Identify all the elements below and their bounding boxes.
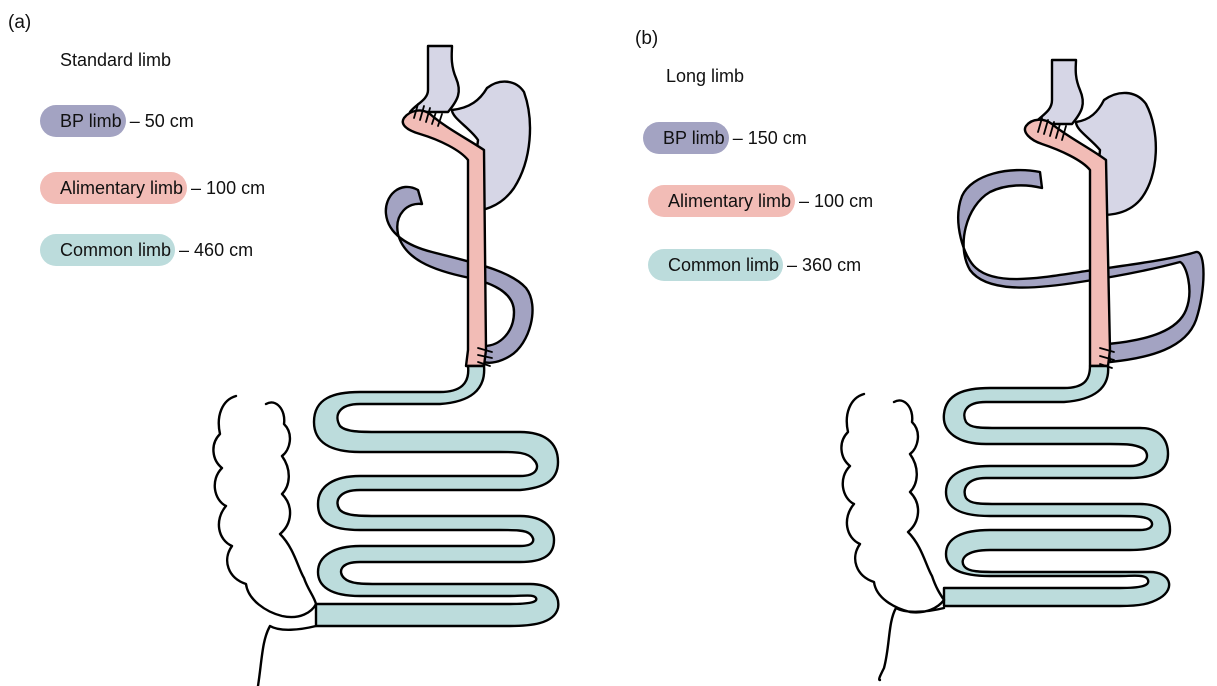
- bp-limb: [958, 170, 1203, 362]
- bp-limb: [386, 187, 533, 363]
- colon: [841, 394, 944, 680]
- esophagus: [1034, 60, 1083, 124]
- alimentary-limb: [1025, 120, 1110, 366]
- alimentary-limb: [403, 111, 486, 366]
- panel-a-anatomy: [213, 46, 558, 686]
- panel-b-anatomy: [841, 60, 1203, 680]
- common-limb: [944, 366, 1170, 606]
- common-limb: [314, 366, 558, 626]
- esophagus: [410, 46, 459, 112]
- colon: [213, 396, 316, 686]
